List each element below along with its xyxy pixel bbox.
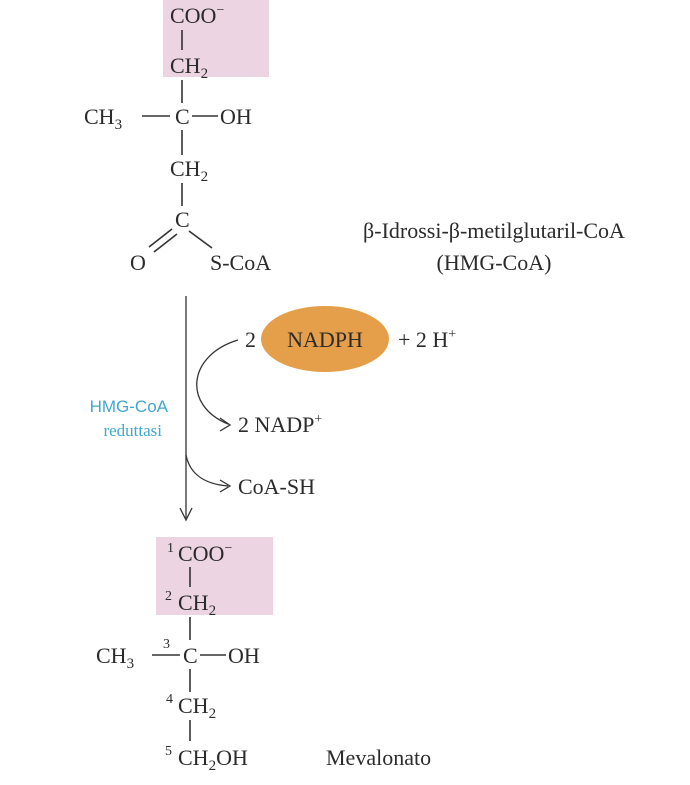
substrate-ch2-top: CH2 (170, 53, 208, 82)
product-coo: COO− (178, 541, 232, 566)
substrate-ch2-mid: CH2 (170, 156, 208, 185)
substrate-o: O (130, 250, 146, 275)
enzyme-label-line1: HMG-CoA (90, 397, 169, 416)
nadph-label: NADPH (287, 327, 363, 352)
coash-label: CoA-SH (238, 474, 315, 499)
product-ch2-4: CH2 (178, 693, 216, 722)
product-number-1: 1 (167, 541, 174, 556)
carboxyl-highlight-bottom (156, 537, 273, 615)
product-ch2oh: CH2OH (178, 745, 248, 774)
nadp-label: 2 NADP+ (238, 412, 322, 437)
product-oh: OH (228, 643, 260, 668)
coash-arrow-head (219, 479, 232, 493)
coash-curve-arrow (185, 454, 229, 487)
substrate-c-center: C (175, 104, 190, 129)
product-number-5: 5 (165, 744, 172, 759)
substrate-abbrev: (HMG-CoA) (437, 250, 552, 275)
bond-c-s (188, 230, 213, 249)
nadp-arrow-head (219, 417, 232, 432)
substrate-oh: OH (220, 104, 252, 129)
substrate-s-coa: S-CoA (210, 250, 271, 275)
product-number-3: 3 (163, 637, 170, 652)
double-bond-a (148, 228, 173, 248)
product-ch2-2: CH2 (178, 590, 216, 619)
product-ch3: CH3 (96, 643, 134, 672)
substrate-name: β-Idrossi-β-metilglutaril-CoA (363, 218, 625, 243)
nadph-oval (261, 306, 389, 372)
carboxyl-highlight-top (163, 0, 269, 77)
enzyme-label-line2: reduttasi (103, 421, 162, 440)
main-arrow-head (179, 507, 193, 522)
product-name: Mevalonato (326, 745, 431, 770)
cofactor-curve-arrow (196, 339, 239, 425)
product-number-4: 4 (166, 692, 173, 707)
product-number-2: 2 (165, 589, 172, 604)
nadph-coefficient: 2 (245, 327, 256, 352)
double-bond-b (153, 233, 178, 253)
substrate-c-thioester: C (175, 207, 190, 232)
h-plus-label: + 2 H+ (398, 327, 456, 352)
product-c3: C (183, 643, 198, 668)
substrate-ch3: CH3 (84, 104, 122, 133)
substrate-coo: COO− (170, 3, 224, 28)
